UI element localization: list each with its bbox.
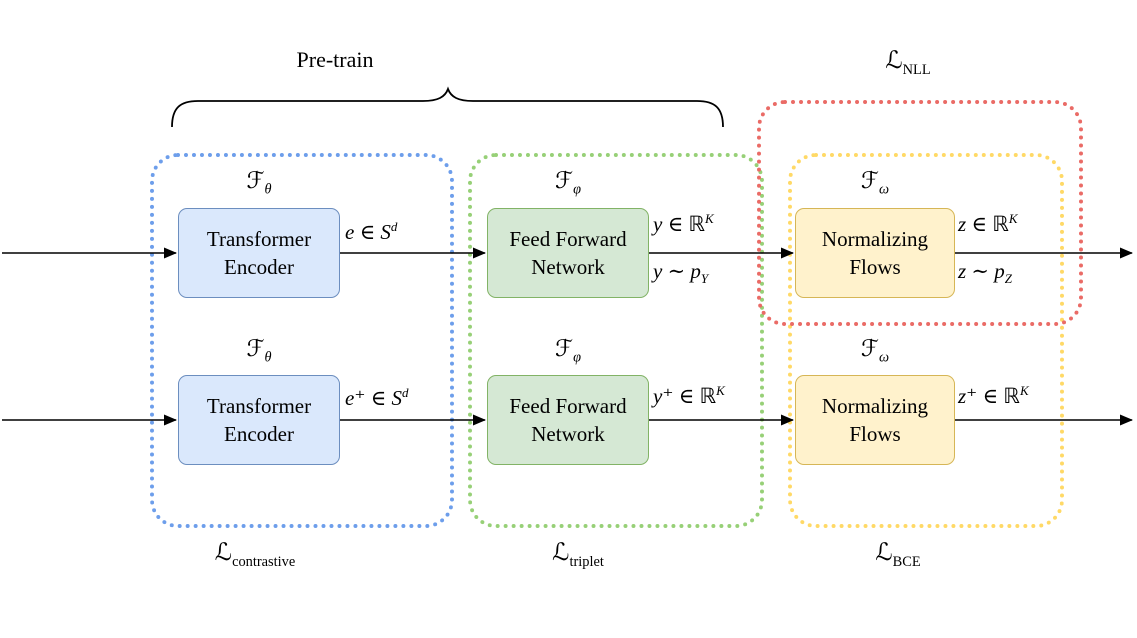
script-F: ℱ — [246, 168, 265, 193]
feed-forward-box-anchor: Feed Forward Network — [487, 208, 649, 298]
func-subscript: θ — [264, 349, 272, 366]
math-base: y ∈ ℝ — [653, 212, 705, 236]
func-label-encoder-positive: ℱθ — [246, 336, 271, 367]
feed-forward-label: Feed Forward Network — [509, 393, 627, 446]
script-L: ℒ — [214, 540, 233, 566]
edge-label-y-plus: y⁺ ∈ ℝK — [653, 383, 725, 409]
math-base: z ∼ p — [958, 259, 1005, 283]
pretrain-brace — [171, 86, 724, 128]
script-F: ℱ — [860, 336, 880, 361]
math-base: y⁺ ∈ ℝ — [653, 384, 717, 408]
loss-subscript: contrastive — [232, 553, 296, 570]
func-label-flows-anchor: ℱω — [861, 168, 889, 199]
normalizing-flows-label: Normalizing Flows — [821, 226, 929, 279]
math-base: e⁺ ∈ S — [345, 386, 402, 410]
transformer-encoder-box-anchor: Transformer Encoder — [178, 208, 340, 298]
math-base: e ∈ S — [345, 220, 391, 244]
script-L: ℒ — [885, 48, 903, 74]
func-label-flows-positive: ℱω — [861, 336, 889, 367]
script-F: ℱ — [860, 168, 880, 193]
math-sub: Z — [1004, 271, 1013, 287]
func-subscript: ω — [879, 181, 890, 198]
math-base: y ∼ p — [653, 259, 701, 283]
region-bce — [788, 153, 1064, 528]
loss-label-nll: ℒNLL — [885, 46, 930, 79]
transformer-encoder-label: Transformer Encoder — [206, 393, 312, 446]
math-sup: K — [1008, 211, 1018, 226]
math-sup: K — [716, 383, 725, 398]
math-sup: d — [390, 219, 398, 234]
feed-forward-label: Feed Forward Network — [509, 226, 627, 279]
loss-label-contrastive: ℒcontrastive — [215, 538, 295, 571]
func-subscript: θ — [264, 181, 272, 198]
math-base: z ∈ ℝ — [958, 212, 1009, 236]
math-sup: K — [1019, 383, 1029, 398]
loss-label-bce: ℒBCE — [875, 538, 920, 571]
region-triplet — [468, 153, 764, 528]
normalizing-flows-box-anchor: Normalizing Flows — [795, 208, 955, 298]
script-F: ℱ — [555, 168, 574, 193]
loss-subscript: NLL — [902, 61, 931, 78]
script-L: ℒ — [875, 540, 893, 566]
edge-label-e: e ∈ Sd — [345, 219, 397, 245]
edge-label-z-dist: z ∼ pZ — [958, 259, 1012, 287]
edge-label-y-dist: y ∼ pY — [653, 259, 708, 287]
edge-label-e-plus: e⁺ ∈ Sd — [345, 385, 408, 411]
region-contrastive — [150, 153, 454, 528]
loss-label-triplet: ℒtriplet — [552, 538, 604, 571]
loss-subscript: triplet — [569, 553, 604, 570]
math-sup: K — [705, 211, 714, 226]
math-sub: Y — [700, 271, 709, 287]
math-base: z⁺ ∈ ℝ — [958, 384, 1020, 408]
script-F: ℱ — [246, 336, 265, 361]
feed-forward-box-positive: Feed Forward Network — [487, 375, 649, 465]
edge-label-z-plus: z⁺ ∈ ℝK — [958, 383, 1029, 409]
normalizing-flows-label: Normalizing Flows — [821, 393, 929, 446]
edge-label-y: y ∈ ℝK — [653, 211, 714, 237]
func-label-ffn-positive: ℱφ — [555, 336, 581, 367]
transformer-encoder-box-positive: Transformer Encoder — [178, 375, 340, 465]
loss-subscript: BCE — [892, 553, 921, 570]
func-subscript: φ — [573, 349, 581, 366]
func-subscript: φ — [573, 181, 581, 198]
math-sup: d — [401, 385, 409, 400]
transformer-encoder-label: Transformer Encoder — [206, 226, 312, 279]
normalizing-flows-box-positive: Normalizing Flows — [795, 375, 955, 465]
script-L: ℒ — [552, 540, 570, 566]
func-subscript: ω — [879, 349, 890, 366]
pretrain-label: Pre-train — [296, 47, 374, 72]
script-F: ℱ — [555, 336, 574, 361]
func-label-encoder-anchor: ℱθ — [246, 168, 271, 199]
region-nll — [757, 100, 1083, 326]
edge-label-z: z ∈ ℝK — [958, 211, 1018, 237]
func-label-ffn-anchor: ℱφ — [555, 168, 581, 199]
